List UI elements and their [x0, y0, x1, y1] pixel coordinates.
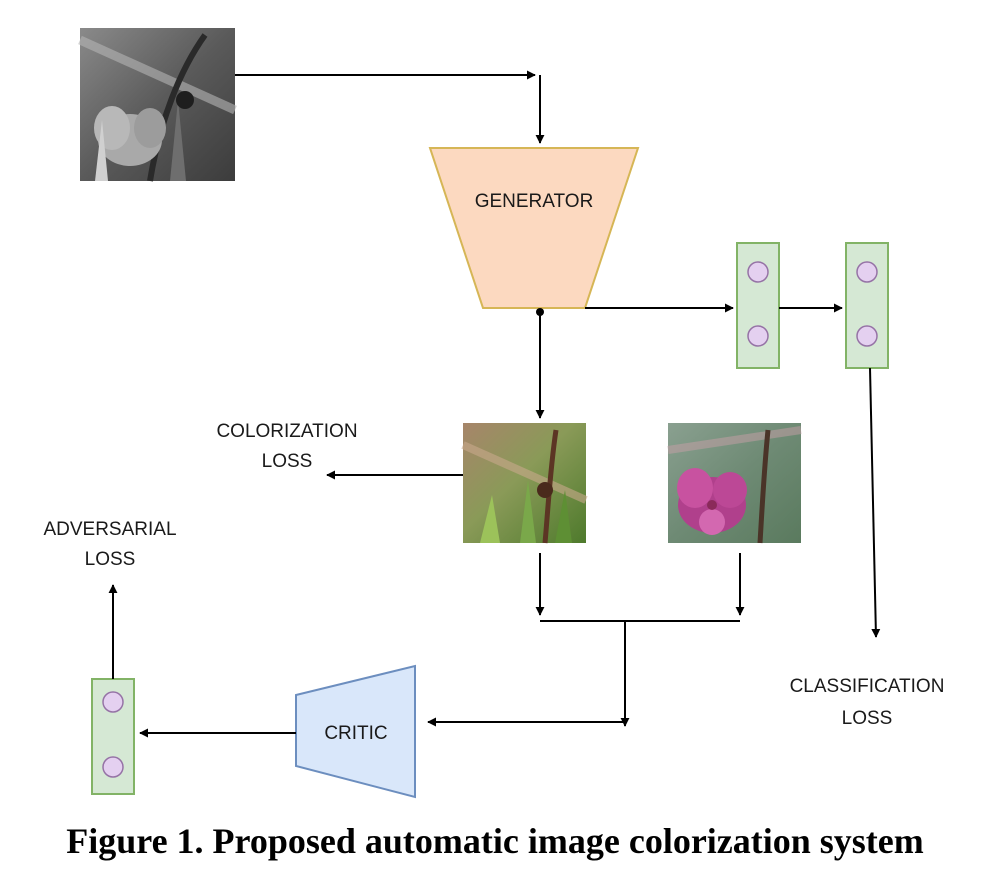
classifier-feature-column-2	[845, 242, 889, 369]
critic-feature-column	[91, 678, 135, 795]
classification-loss-line-1: CLASSIFICATION	[790, 676, 945, 697]
input-grayscale-image	[78, 28, 237, 182]
generator-label: GENERATOR	[475, 191, 594, 212]
generated-color-image	[461, 423, 588, 544]
adversarial-loss-line-2: LOSS	[85, 549, 136, 570]
diagram-canvas: GENERATOR	[43, 28, 945, 799]
ground-truth-color-image	[667, 423, 802, 544]
adversarial-loss-line-1: ADVERSARIAL	[43, 519, 176, 540]
colorization-loss-line-1: COLORIZATION	[216, 421, 357, 442]
arrow-to-classification-loss	[869, 367, 881, 638]
colorization-loss-line-2: LOSS	[262, 451, 313, 472]
generator-block: GENERATOR	[428, 147, 640, 309]
critic-block: CRITIC	[295, 664, 416, 799]
critic-label: CRITIC	[324, 723, 387, 744]
critic-shape	[295, 664, 416, 799]
generator-shape	[428, 147, 640, 309]
classifier-feature-column-1	[736, 242, 780, 369]
classification-loss-line-2: LOSS	[842, 708, 893, 729]
figure-caption: Figure 1. Proposed automatic image color…	[66, 821, 924, 861]
